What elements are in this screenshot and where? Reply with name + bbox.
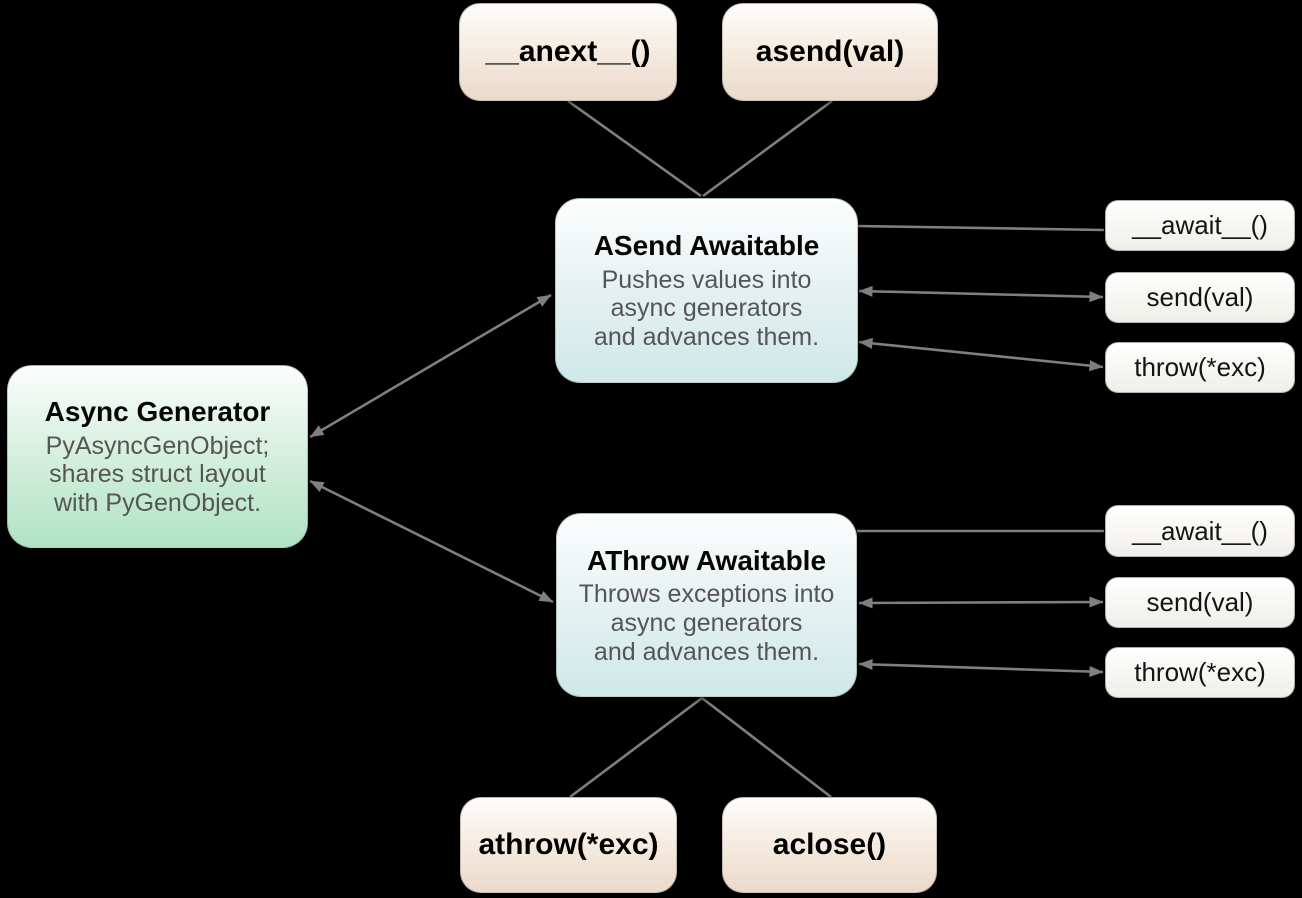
edge-asend-awaitable-send <box>858 285 1104 303</box>
edge-athrow-awaitable-send <box>858 596 1104 609</box>
node-athrow-await-slot: __await__() <box>1105 505 1295 557</box>
node-athrow-throw-slot: throw(*exc) <box>1105 647 1295 698</box>
node-asend-throw-slot: throw(*exc) <box>1105 342 1295 393</box>
aclose-label: aclose() <box>772 828 887 861</box>
anext-label: __anext__() <box>485 35 651 68</box>
athrow-await-slot-label: __await__() <box>1132 515 1268 546</box>
edge-aclose-to-athrow-awaitable <box>701 696 832 799</box>
asend-awaitable-title: ASend Awaitable <box>593 230 820 262</box>
node-athrow-method: athrow(*exc) <box>460 797 677 893</box>
edge-athrow-to-athrow-awaitable <box>569 696 703 799</box>
asend-awaitable-body: Pushes values into async generators and … <box>593 265 820 352</box>
node-anext-method: __anext__() <box>459 3 677 101</box>
node-async-generator: Async Generator PyAsyncGenObject; shares… <box>7 365 308 548</box>
athrow-throw-slot-label: throw(*exc) <box>1134 657 1266 687</box>
async-generator-body: PyAsyncGenObject; shares struct layout w… <box>45 431 270 518</box>
async-generator-title: Async Generator <box>44 396 271 428</box>
edge-athrow-awaitable-throw <box>858 658 1104 678</box>
athrow-send-slot-label: send(val) <box>1146 587 1254 617</box>
edge-generator-asend-awaitable <box>309 293 552 439</box>
asend-send-slot-label: send(val) <box>1146 282 1254 312</box>
node-asend-awaitable: ASend Awaitable Pushes values into async… <box>555 198 858 383</box>
edge-asend-awaitable-throw <box>858 337 1104 372</box>
node-asend-await-slot: __await__() <box>1105 200 1295 251</box>
edge-generator-athrow-awaitable <box>309 479 554 604</box>
node-asend-method: asend(val) <box>722 3 938 101</box>
node-athrow-awaitable: AThrow Awaitable Throws exceptions into … <box>556 513 857 697</box>
node-asend-send-slot: send(val) <box>1105 272 1295 323</box>
node-athrow-send-slot: send(val) <box>1105 577 1295 628</box>
athrow-awaitable-body: Throws exceptions into async generators … <box>578 580 835 666</box>
athrow-awaitable-title: AThrow Awaitable <box>586 544 827 576</box>
asend-label: asend(val) <box>755 35 905 68</box>
node-aclose-method: aclose() <box>722 797 937 893</box>
edge-asend-to-asend-awaitable <box>702 99 833 198</box>
edge-asend-awaitable-await <box>857 224 1105 232</box>
athrow-label: athrow(*exc) <box>478 828 659 861</box>
asend-await-slot-label: __await__() <box>1132 210 1268 240</box>
edge-anext-to-asend-awaitable <box>567 99 702 198</box>
asend-throw-slot-label: throw(*exc) <box>1134 352 1266 382</box>
